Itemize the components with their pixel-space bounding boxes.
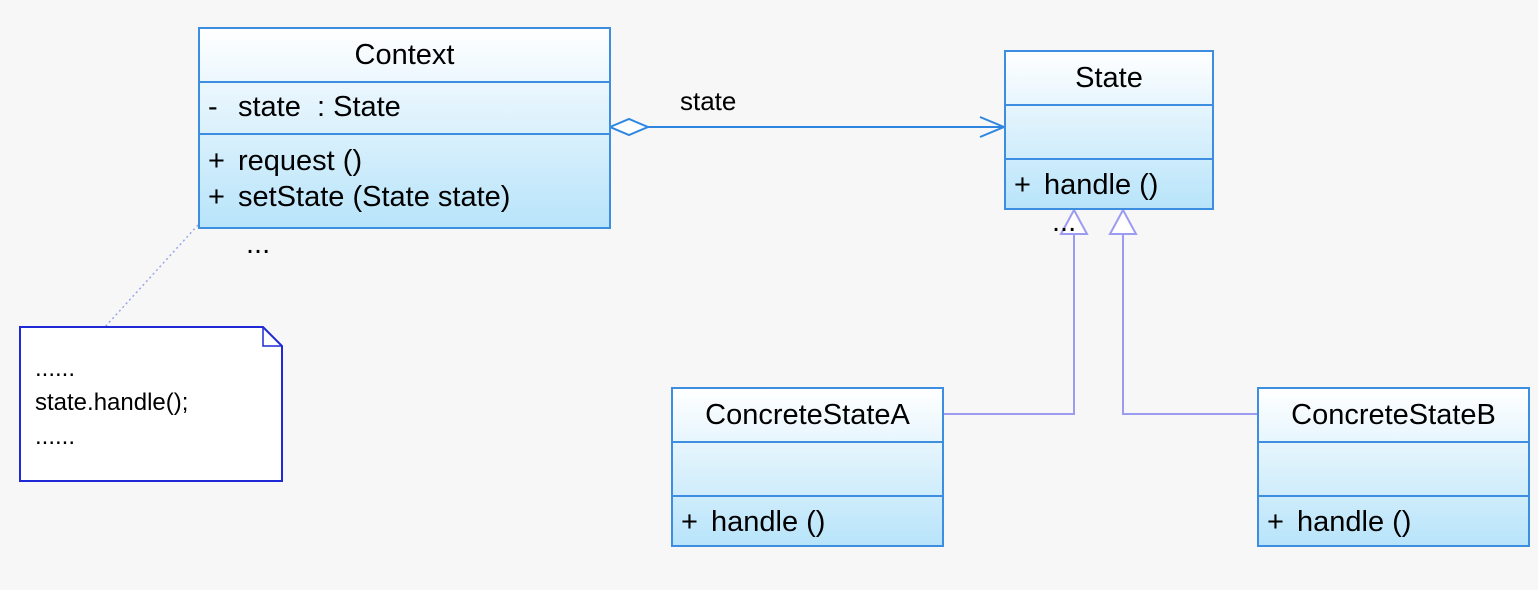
note-line: ...... bbox=[35, 355, 76, 382]
operation-text: setState (State state) bbox=[238, 181, 511, 213]
concrete-state-b-name: ConcreteStateB bbox=[1291, 399, 1496, 431]
association-arrowhead bbox=[979, 116, 1007, 138]
aggregation-association bbox=[607, 116, 1007, 138]
state-class[interactable]: State + handle () bbox=[1004, 50, 1214, 210]
context-operations: + request () + setState (State state) bbox=[200, 133, 609, 227]
visibility-public: + bbox=[208, 145, 225, 177]
context-class[interactable]: Context -state : State + request () + setS… bbox=[198, 27, 611, 229]
note-anchor-line bbox=[103, 224, 199, 329]
concrete-state-b-operation: + handle () bbox=[1267, 497, 1520, 547]
concrete-state-a-class[interactable]: ConcreteStateA + handle () bbox=[671, 387, 944, 547]
operation-text: request () bbox=[238, 145, 363, 177]
state-class-name: State bbox=[1075, 62, 1143, 94]
state-attributes bbox=[1006, 104, 1212, 158]
attribute-text: state : State bbox=[238, 91, 401, 123]
aggregation-diamond bbox=[607, 117, 651, 137]
state-operation: + handle () bbox=[1014, 160, 1204, 210]
state-operations: + handle () bbox=[1006, 158, 1212, 208]
note-shape bbox=[19, 326, 283, 482]
visibility-public: + bbox=[1267, 506, 1284, 538]
context-operation: + setState (State state) bbox=[208, 179, 601, 215]
concrete-state-a-operations: + handle () bbox=[673, 495, 942, 545]
visibility-private: - bbox=[208, 91, 218, 123]
concrete-state-b-operations: + handle () bbox=[1259, 495, 1528, 545]
generalization-concrete-a bbox=[943, 207, 1089, 415]
concrete-state-a-name: ConcreteStateA bbox=[705, 399, 910, 431]
visibility-public: + bbox=[208, 181, 225, 213]
inheritance-triangle-b bbox=[1108, 207, 1138, 235]
operation-text: handle () bbox=[1044, 169, 1159, 201]
code-note[interactable]: ...... state.handle(); ...... bbox=[19, 326, 283, 482]
concrete-state-a-operation: + handle () bbox=[681, 497, 934, 547]
concrete-state-b-attributes bbox=[1259, 441, 1528, 495]
visibility-public: + bbox=[681, 506, 698, 538]
context-attributes: -state : State bbox=[200, 81, 609, 133]
context-ellipsis: ... bbox=[246, 228, 271, 260]
generalization-concrete-b bbox=[1108, 207, 1258, 415]
note-text: ...... state.handle(); ...... bbox=[35, 352, 267, 454]
concrete-state-a-attributes bbox=[673, 441, 942, 495]
visibility-public: + bbox=[1014, 169, 1031, 201]
concrete-state-b-class[interactable]: ConcreteStateB + handle () bbox=[1257, 387, 1530, 547]
association-label: state bbox=[680, 86, 737, 116]
context-attribute: -state : State bbox=[208, 83, 601, 131]
note-line: ...... bbox=[35, 423, 76, 450]
operation-text: handle () bbox=[711, 506, 826, 538]
state-ellipsis: ... bbox=[1052, 206, 1077, 238]
context-operation: + request () bbox=[208, 143, 601, 179]
note-line: state.handle(); bbox=[35, 389, 189, 416]
context-class-name: Context bbox=[354, 39, 455, 71]
operation-text: handle () bbox=[1297, 506, 1412, 538]
